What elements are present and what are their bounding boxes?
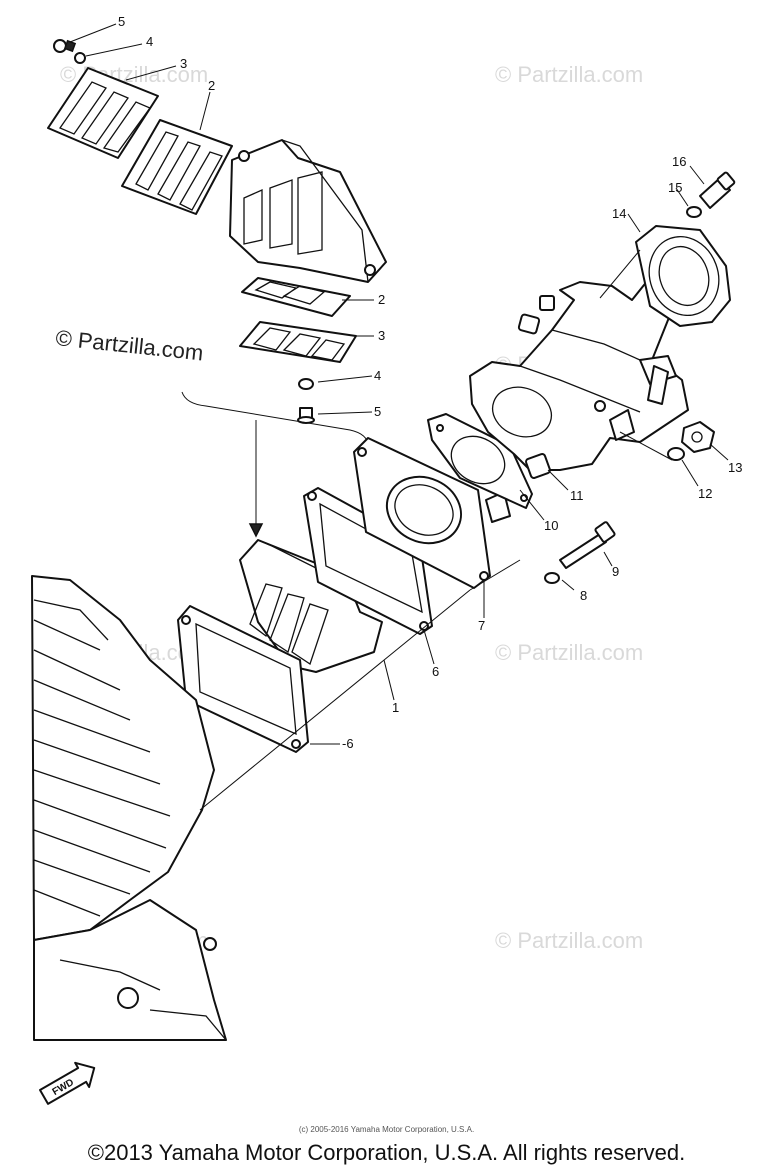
callout-leaders — [69, 23, 729, 745]
bolt-16 — [699, 171, 736, 209]
callout-5-top: 5 — [118, 14, 125, 29]
nut-13 — [681, 421, 715, 453]
crankcase — [33, 899, 227, 1041]
washer-8 — [544, 572, 560, 584]
guide-lines — [199, 249, 673, 811]
callout-2-middle: 2 — [378, 292, 385, 307]
callout-6-upper: 6 — [432, 664, 439, 679]
spacer-7 — [353, 437, 511, 589]
callout-8: 8 — [580, 588, 587, 603]
callout-14: 14 — [612, 206, 626, 221]
carb-fitting-11 — [525, 453, 551, 479]
reed-stopper-3-middle — [239, 321, 357, 363]
reed-valve-2-top — [121, 119, 233, 215]
copyright-notice: ©2013 Yamaha Motor Corporation, U.S.A. A… — [87, 1140, 686, 1165]
air-funnel-14 — [635, 225, 731, 327]
washer-15 — [686, 206, 702, 218]
callout-4-top: 4 — [146, 34, 153, 49]
screw-5-top — [53, 39, 67, 53]
reed-petal-set-top — [47, 39, 233, 215]
callout-2-top: 2 — [208, 78, 215, 93]
callout-15: 15 — [668, 180, 682, 195]
watermark-bottom-right: © Partzilla.com — [495, 928, 643, 953]
callout-11: 11 — [570, 488, 584, 503]
washer-4-middle — [298, 378, 314, 390]
reed-block-top — [229, 139, 387, 283]
callout-13: 13 — [728, 460, 742, 475]
reed-petal-set-middle — [239, 277, 357, 424]
watermark-top-right: © Partzilla.com — [495, 62, 643, 87]
callout-5-middle: 5 — [374, 404, 381, 419]
washer-4-top — [74, 52, 86, 64]
callout-12: 12 — [698, 486, 712, 501]
callout-1: 1 — [392, 700, 399, 715]
assembly-bracket — [181, 391, 369, 447]
fwd-arrow-icon: FWD — [39, 1061, 96, 1105]
watermark-main: © Partzilla.com — [54, 325, 204, 365]
reed-valve-2-middle — [241, 277, 351, 317]
callout-4-middle: 4 — [374, 368, 381, 383]
callout-3-middle: 3 — [378, 328, 385, 343]
callout-7: 7 — [478, 618, 485, 633]
engine-cylinder — [31, 575, 227, 1041]
callout-3-top: 3 — [180, 56, 187, 71]
callout-6-lower: -6 — [342, 736, 354, 751]
carburetor — [469, 279, 689, 479]
bolt-9 — [559, 521, 616, 569]
callout-numbers: 5 4 3 2 2 3 4 5 1 6 -6 7 8 9 10 11 12 13… — [118, 14, 742, 751]
washer-12 — [667, 447, 685, 461]
callout-16: 16 — [672, 154, 686, 169]
callout-10: 10 — [544, 518, 558, 533]
small-copyright: (c) 2005-2016 Yamaha Motor Corporation, … — [298, 1125, 475, 1134]
callout-9: 9 — [612, 564, 619, 579]
watermark-lower-right: © Partzilla.com — [495, 640, 643, 665]
